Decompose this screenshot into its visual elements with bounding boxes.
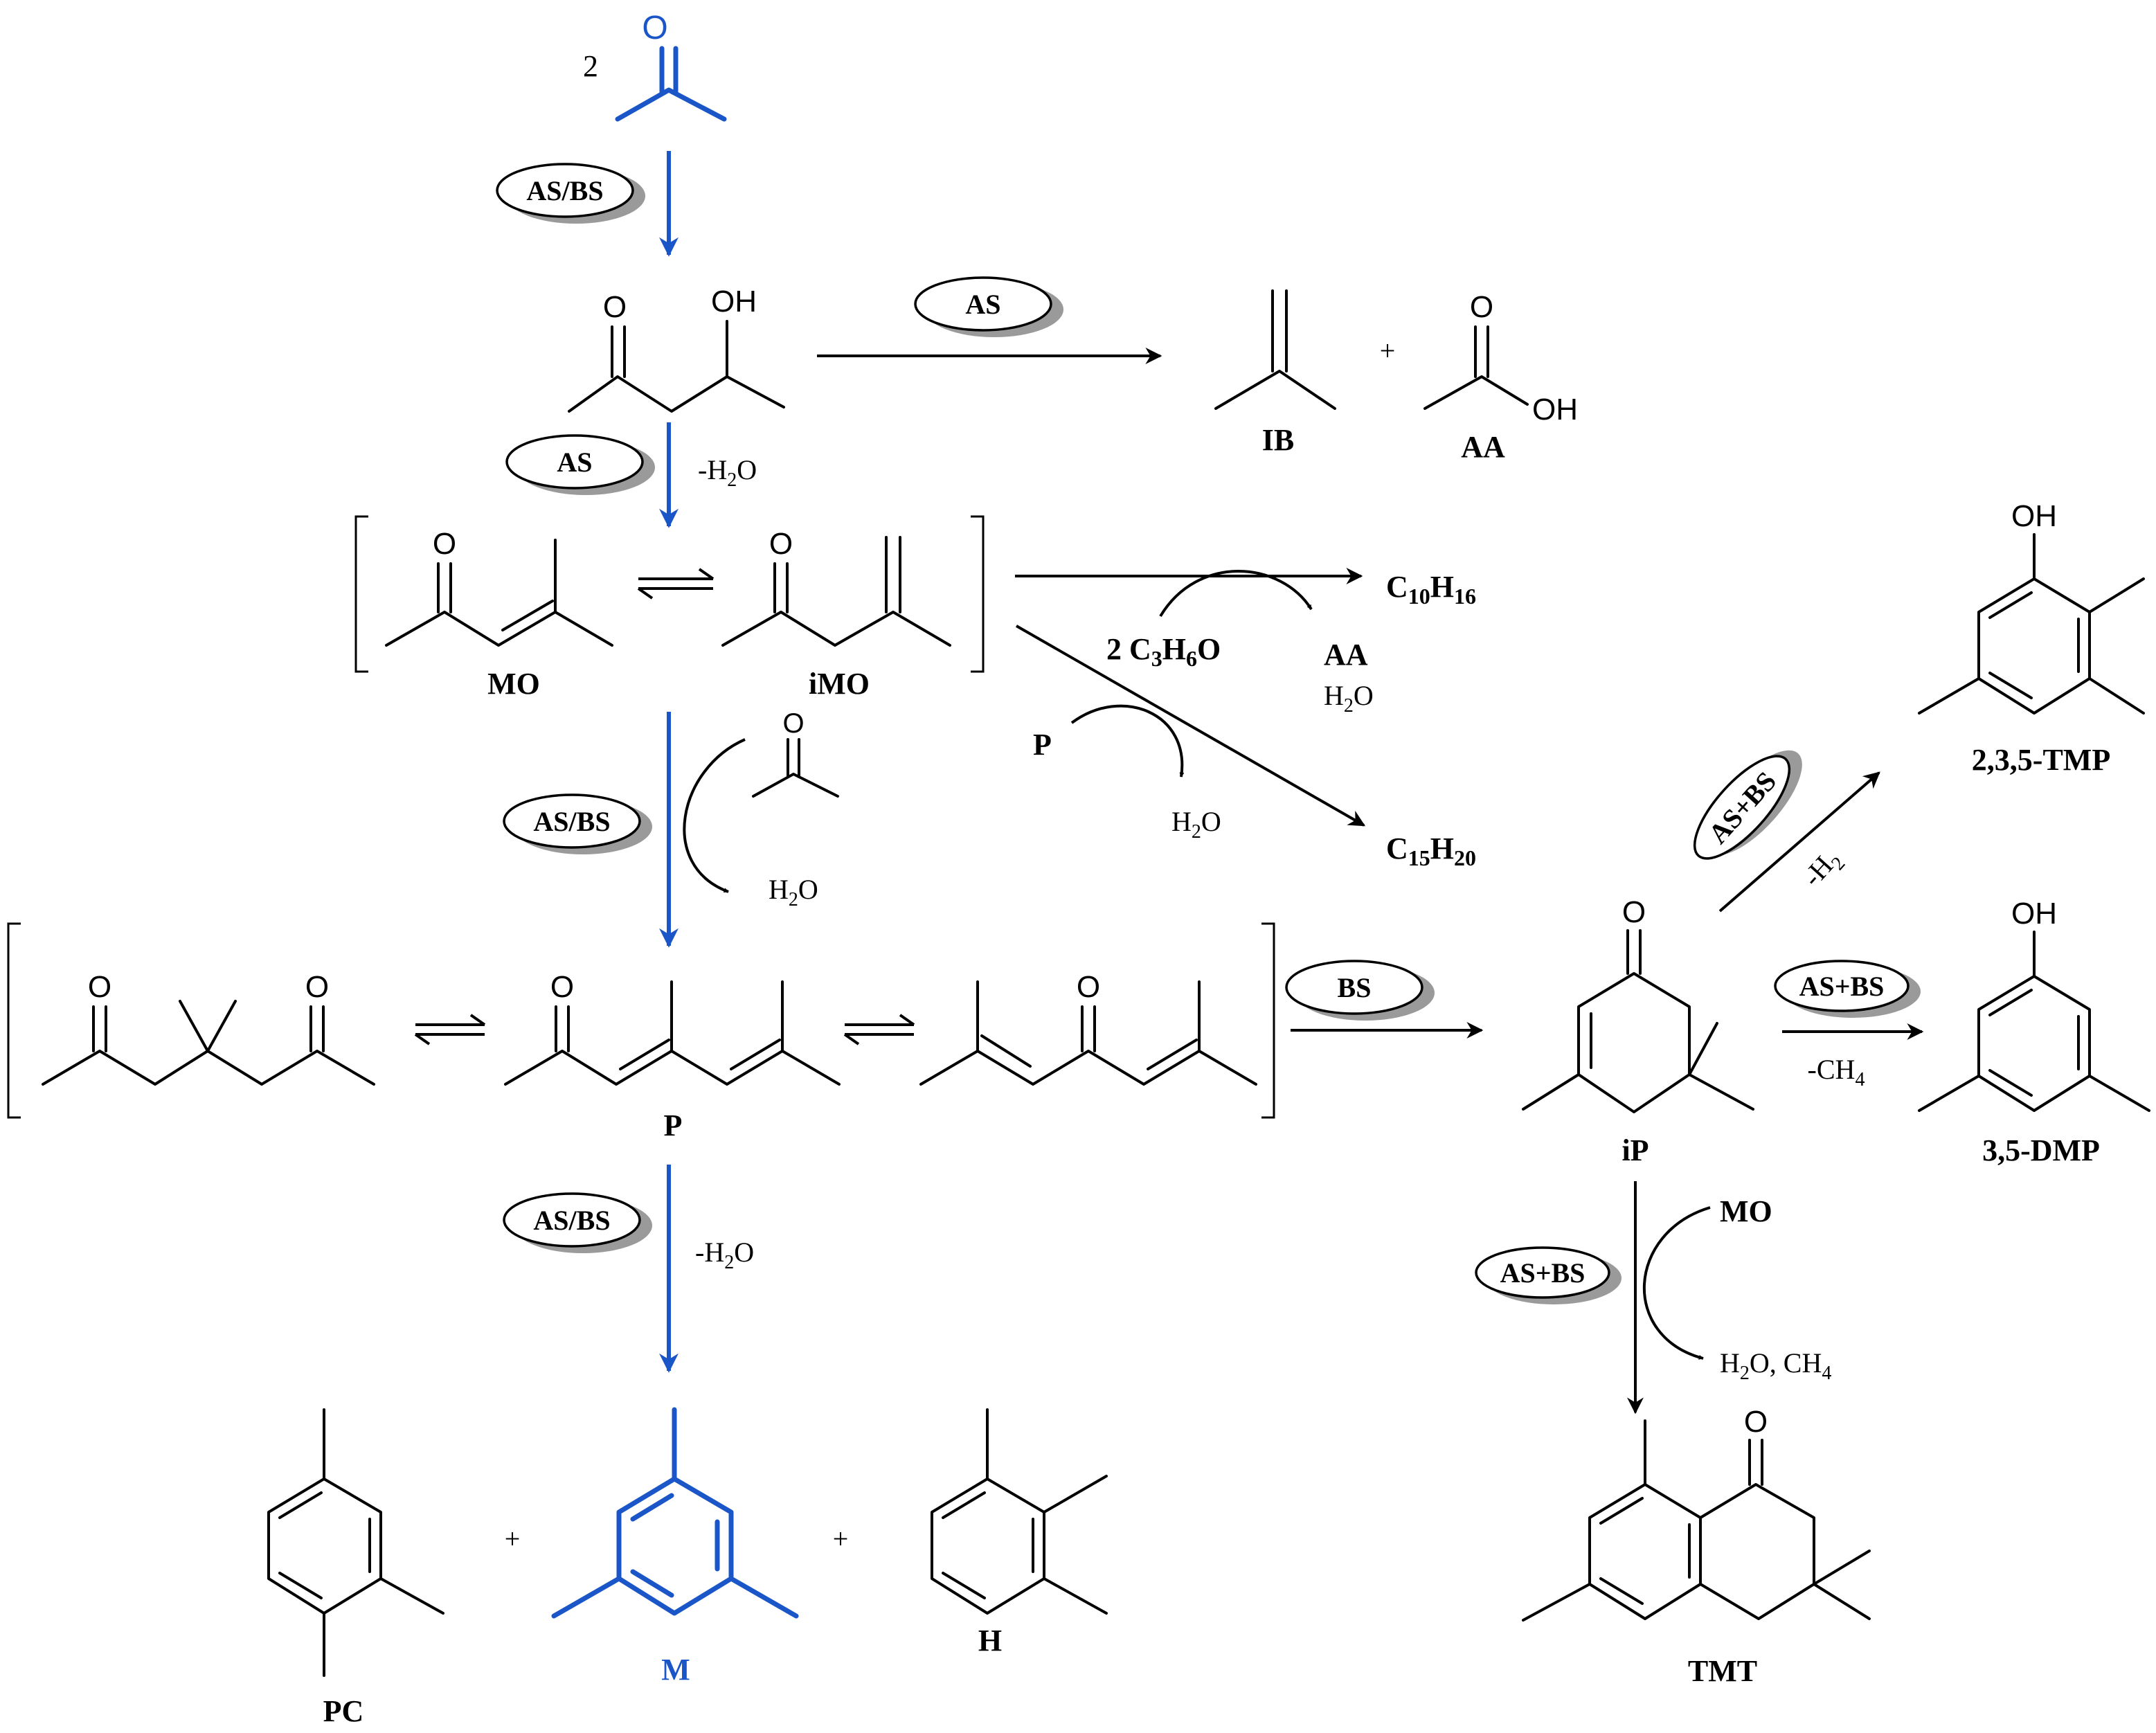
pseudocumene: PC: [267, 1408, 444, 1728]
svg-text:O: O: [433, 527, 456, 561]
svg-text:O: O: [88, 970, 111, 1004]
product-water-side: H2O: [1324, 680, 1374, 717]
condition-minus-water-2: -H2O: [695, 1237, 754, 1273]
equilibrium-arrow-p2: [843, 1014, 915, 1045]
curved-arrow-tmt: [1643, 1206, 1711, 1360]
product-water-aldol: H2O: [769, 874, 818, 910]
svg-text:OH: OH: [711, 285, 757, 318]
catalyst-as-bs-1: AS/BS: [496, 163, 645, 224]
arrow-to-c15h20: [1016, 625, 1366, 827]
plus-sign-2: +: [505, 1523, 521, 1554]
svg-text:O: O: [550, 970, 574, 1004]
label-iP: iP: [1622, 1133, 1649, 1167]
acetic-acid: O OH AA: [1423, 290, 1578, 464]
isomesityl-oxide: O iMO: [721, 527, 951, 701]
reagent-P: P: [1033, 728, 1052, 762]
mesitylene: M: [551, 1407, 799, 1687]
condition-minus-h2: -H2: [1796, 843, 1849, 896]
arrow-to-tmp: [1718, 771, 1880, 913]
catalyst-as-top: AS: [914, 276, 1063, 337]
svg-text:AS+BS: AS+BS: [1799, 971, 1885, 1002]
svg-text:O: O: [1470, 290, 1493, 324]
isophorone: O iP: [1522, 895, 1754, 1167]
svg-text:OH: OH: [2011, 897, 2057, 931]
svg-text:AS: AS: [557, 447, 592, 478]
acetone-reactant: 2 O: [583, 10, 727, 122]
product-aa-second: AA: [1324, 638, 1368, 672]
catalyst-as-bs-dmp: AS+BS: [1774, 960, 1921, 1018]
product-water-methane: H2O, CH4: [1720, 1347, 1831, 1384]
trimethylphenol: OH 2,3,5-TMP: [1918, 499, 2145, 777]
label-iMO: iMO: [809, 667, 870, 701]
svg-text:OH: OH: [2011, 499, 2057, 533]
catalyst-as-bs-tmp: AS+BS: [1693, 750, 1802, 860]
label-M: M: [661, 1653, 690, 1687]
product-water-phorone: H2O: [1171, 806, 1221, 843]
svg-text:O: O: [1744, 1405, 1768, 1439]
catalyst-as-bs-tmt: AS+BS: [1475, 1246, 1622, 1304]
svg-text:AS+BS: AS+BS: [1500, 1257, 1585, 1288]
equilibrium-arrow-p1: [414, 1014, 486, 1045]
diketone: O O: [42, 970, 375, 1086]
label-H: H: [978, 1624, 1002, 1658]
diacetone-alcohol: O OH: [568, 285, 785, 413]
label-35-DMP: 3,5-DMP: [1982, 1133, 2100, 1167]
catalyst-as-bs-3: AS/BS: [503, 1192, 652, 1253]
acetone-reagent-small: O: [752, 708, 839, 798]
bracket-right-p: [1261, 922, 1275, 1119]
reagent-MO: MO: [1720, 1194, 1772, 1228]
product-c10h16: C10H16: [1386, 570, 1476, 609]
isophorone-dienone: O: [919, 970, 1257, 1086]
product-c15h20: C15H20: [1386, 832, 1476, 870]
label-MO: MO: [487, 667, 540, 701]
phorone: O P: [504, 970, 841, 1142]
svg-text:BS: BS: [1338, 972, 1372, 1003]
plus-sign-3: +: [833, 1523, 849, 1554]
svg-text:O: O: [603, 290, 627, 324]
label-AA: AA: [1461, 430, 1505, 464]
curved-arrow-phorone: [1070, 704, 1185, 778]
label-TMT: TMT: [1688, 1654, 1757, 1688]
bracket-right-mo: [971, 515, 985, 673]
dimethylphenol: OH 3,5-DMP: [1918, 897, 2150, 1167]
equilibrium-arrow-mo: [637, 568, 715, 600]
hemimellitene: H: [931, 1408, 1108, 1658]
svg-text:O: O: [305, 970, 329, 1004]
svg-text:O: O: [769, 527, 793, 561]
svg-text:AS/BS: AS/BS: [533, 806, 610, 837]
acetone-oxygen: O: [642, 10, 667, 46]
condition-minus-ch4: -CH4: [1808, 1054, 1865, 1090]
catalyst-as-dehydration: AS: [505, 434, 655, 495]
catalyst-bs: BS: [1285, 960, 1435, 1021]
mesityl-oxide: O MO: [385, 527, 613, 701]
label-235-TMP: 2,3,5-TMP: [1972, 743, 2110, 777]
curved-arrow-aldol-2: [683, 738, 746, 893]
svg-text:OH: OH: [1532, 393, 1578, 426]
label-PC: PC: [323, 1694, 364, 1728]
svg-text:AS/BS: AS/BS: [526, 175, 603, 206]
label-IB: IB: [1262, 423, 1294, 457]
bracket-left-p: [7, 922, 21, 1119]
plus-sign: +: [1380, 335, 1396, 366]
svg-text:AS: AS: [965, 289, 1000, 320]
reagent-2-acetone: 2 C3H6O: [1106, 632, 1221, 671]
label-P: P: [664, 1108, 683, 1142]
bracket-left-mo: [354, 515, 368, 673]
reactant-coefficient: 2: [583, 49, 598, 83]
svg-text:O: O: [1622, 895, 1646, 929]
svg-text:AS/BS: AS/BS: [533, 1205, 610, 1236]
svg-text:O: O: [782, 708, 804, 739]
svg-text:O: O: [1077, 970, 1100, 1004]
isobutene: IB: [1214, 289, 1336, 457]
trimethyltetralone: O TMT: [1522, 1405, 1871, 1688]
curved-arrow-acetone: [1159, 570, 1313, 618]
condition-minus-water-1: -H2O: [698, 454, 757, 491]
catalyst-as-bs-2: AS/BS: [503, 793, 652, 854]
